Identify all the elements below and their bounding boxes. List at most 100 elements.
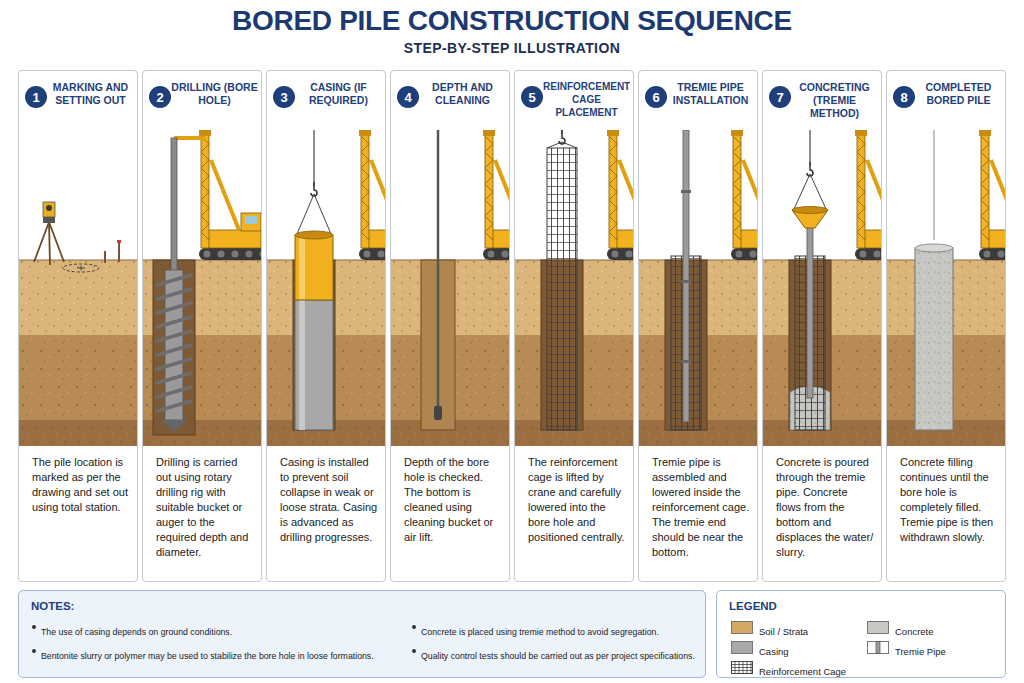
step-description: Depth of the bore hole is checked. The b… [404,455,502,545]
hopper-and-tremie [792,130,828,398]
pipe-frame [868,642,889,654]
legend-entry: Concrete [867,621,934,635]
legend-text: Soil / Strata [759,626,808,637]
legend-text: Tremie Pipe [895,646,946,657]
heading-area: DRILLING (BORE HOLE) [171,81,258,131]
heading-area: REINFORCEMENT CAGE PLACEMENT [543,81,630,131]
legend-swatch [731,641,753,654]
step-number: 1 [32,91,39,104]
note-item: Bentonite slurry or polymer may be used … [31,645,393,663]
step-heading: TREMIE PIPE INSTALLATION [667,81,754,107]
cage-outline [732,662,753,674]
step-number-badge: 7 [769,86,791,108]
note-text: Concrete is placed using tremie method t… [421,627,659,637]
step-number: 6 [652,91,659,104]
bullet-dot [412,649,416,653]
note-item: The use of casing depends on ground cond… [31,621,393,639]
step-number-badge: 4 [397,86,419,108]
step-number: 3 [280,91,287,104]
step-number-badge: 8 [893,86,915,108]
heading-area: CONCRETING (TREMIE METHOD) [791,81,878,131]
step-description: The pile location is marked as per the d… [32,455,130,515]
pipe-symbol [867,641,889,655]
bullet-dot [32,649,36,653]
tremie-pipe [681,130,691,422]
step-description: Drilling is carried out using rotary dri… [156,455,254,560]
legend-heading: LEGEND [729,599,1005,613]
step-number: 2 [156,91,163,104]
cage-symbol [731,661,753,675]
pipe-body [876,642,880,654]
legend-text: Concrete [895,626,934,637]
setting-out-mark [63,264,99,272]
note-item: Concrete is placed using tremie method t… [411,621,695,639]
diagram-title: BORED PILE CONSTRUCTION SEQUENCE [0,5,1024,37]
legend-entry: Reinforcement Cage [731,661,846,675]
step-panel: MARKING AND SETTING OUT The pile location… [18,70,138,582]
step-description: Concrete filling continues until the bor… [900,455,998,545]
step-heading: COMPLETED BORED PILE [915,81,1002,107]
cleaning-bucket [434,130,442,420]
note-text: The use of casing depends on ground cond… [41,627,232,637]
step-panel: COMPLETED BORED PILE Concrete filling con… [886,70,1006,582]
step-panel: CASING (IF REQUIRED) Casing is installed … [266,70,386,582]
notes-box: NOTES: The use of casing depends on groun… [18,590,706,678]
subtitle-label: STEP-BY-STEP ILLUSTRATION [0,39,1024,57]
step-panel: TREMIE PIPE INSTALLATION Tremie pipe is a… [638,70,758,582]
legend-entry: Tremie Pipe [867,641,946,655]
heading-area: TREMIE PIPE INSTALLATION [667,81,754,131]
step-heading: CASING (IF REQUIRED) [295,81,382,107]
step-description: Concrete is poured through the tremie pi… [776,455,874,560]
step-panel: DRILLING (BORE HOLE) Drilling is carried … [142,70,262,582]
kelly-bar-auger [157,138,205,432]
notes-column: The use of casing depends on ground cond… [31,621,393,669]
step-number-badge: 1 [25,86,47,108]
step-heading: DEPTH AND CLEANING [419,81,506,107]
total-station [34,202,64,265]
heading-area: CASING (IF REQUIRED) [295,81,382,131]
marker-pegs [105,240,121,263]
step-number-badge: 3 [273,86,295,108]
bullet-dot [412,625,416,629]
completed-pile [915,130,953,430]
bullet-dot [32,625,36,629]
legend-entry: Soil / Strata [731,621,808,635]
cage-grid [732,662,753,674]
notes-column: Concrete is placed using tremie method t… [411,621,695,669]
bore-hole [153,260,195,435]
heading-area: COMPLETED BORED PILE [915,81,1002,131]
legend-box: LEGEND Soil / Strata ConcreteCasing Tremie … [716,590,1006,678]
step-panel: CONCRETING (TREMIE METHOD) Concrete is po… [762,70,882,582]
panel-illustration [887,130,1024,446]
step-heading: DRILLING (BORE HOLE) [171,81,258,107]
step-number: 8 [900,91,907,104]
casing [295,130,333,430]
step-number: 7 [776,91,783,104]
step-panel: DEPTH AND CLEANING Depth of the bore hole… [390,70,510,582]
step-number: 5 [528,91,535,104]
heading-area: DEPTH AND CLEANING [419,81,506,131]
legend-text: Casing [759,646,789,657]
step-heading: MARKING AND SETTING OUT [47,81,134,107]
step-description: Tremie pipe is assembled and lowered ins… [652,455,750,560]
step-description: The reinforcement cage is lifted by cran… [528,455,626,545]
legend-text: Reinforcement Cage [759,666,846,677]
step-heading: CONCRETING (TREMIE METHOD) [791,81,878,120]
panel-illustration [19,202,137,446]
step-heading: REINFORCEMENT CAGE PLACEMENT [543,81,630,119]
step-description: Casing is installed to prevent soil coll… [280,455,378,545]
step-panel: REINFORCEMENT CAGE PLACEMENT The reinforc… [514,70,634,582]
step-number-badge: 6 [645,86,667,108]
note-text: Bentonite slurry or polymer may be used … [41,651,374,661]
step-number-badge: 5 [521,86,543,108]
reinforcement-cage [547,130,577,430]
notes-heading: NOTES: [31,599,705,613]
note-text: Quality control tests should be carried … [421,651,695,661]
legend-swatch [867,621,889,634]
panel-illustration [143,130,269,446]
step-number-badge: 2 [149,86,171,108]
step-number: 4 [404,91,411,104]
legend-entry: Casing [731,641,789,655]
legend-swatch [731,621,753,634]
